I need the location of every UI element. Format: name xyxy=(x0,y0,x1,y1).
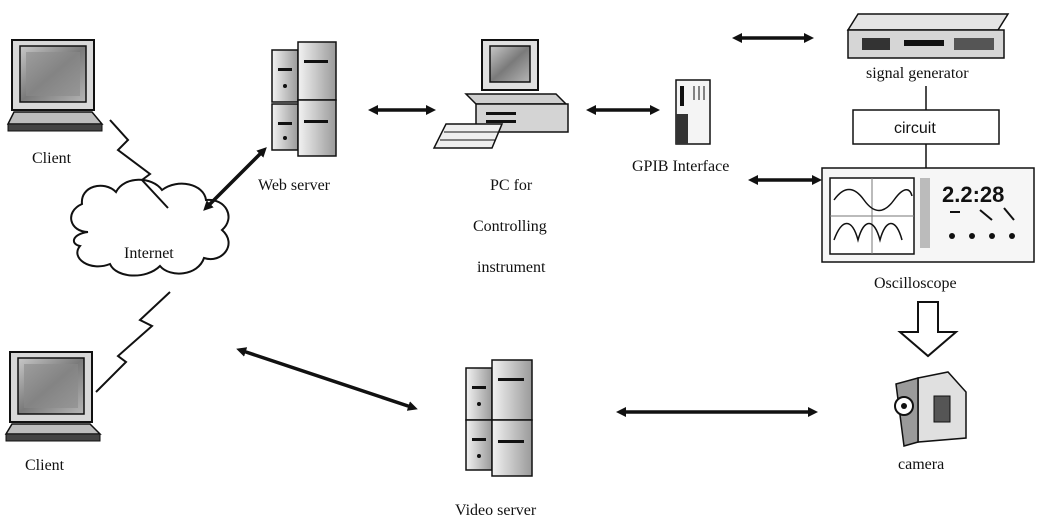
gpib-interface-icon xyxy=(675,79,711,145)
camera-icon xyxy=(894,371,967,447)
pc-label-line2: Controlling xyxy=(473,218,547,235)
web-server-icon xyxy=(271,41,337,157)
signal-generator-label: signal generator xyxy=(866,65,969,82)
client-bottom-label: Client xyxy=(25,457,65,474)
client-top-monitor-icon xyxy=(6,39,104,132)
oscilloscope-readout: 2.2:28 xyxy=(942,182,1004,207)
oscilloscope-to-camera-arrow xyxy=(897,301,959,358)
arrow-internet-webserver xyxy=(203,147,267,211)
client-bottom-monitor-icon xyxy=(4,351,102,442)
pc-label-line3: instrument xyxy=(477,259,546,276)
pc-controller-icon xyxy=(432,39,569,149)
circuit-box xyxy=(852,109,1000,145)
video-server-label: Video server xyxy=(455,502,537,519)
camera-label: camera xyxy=(898,456,944,473)
pc-label-line1: PC for xyxy=(490,177,533,194)
signal-generator-icon xyxy=(846,13,1010,59)
oscilloscope-icon xyxy=(821,167,1035,263)
internet-cloud-icon xyxy=(70,178,230,277)
arrow-client-video-server xyxy=(236,347,418,411)
web-server-label: Web server xyxy=(258,177,331,194)
circuit-label: circuit xyxy=(894,120,936,137)
video-server-icon xyxy=(465,359,533,477)
lightning-link-bottom xyxy=(95,291,171,393)
oscilloscope-label: Oscilloscope xyxy=(874,275,957,292)
lightning-link-top xyxy=(109,119,169,209)
client-top-label: Client xyxy=(32,150,72,167)
gpib-label: GPIB Interface xyxy=(632,158,729,175)
internet-label: Internet xyxy=(124,245,174,262)
